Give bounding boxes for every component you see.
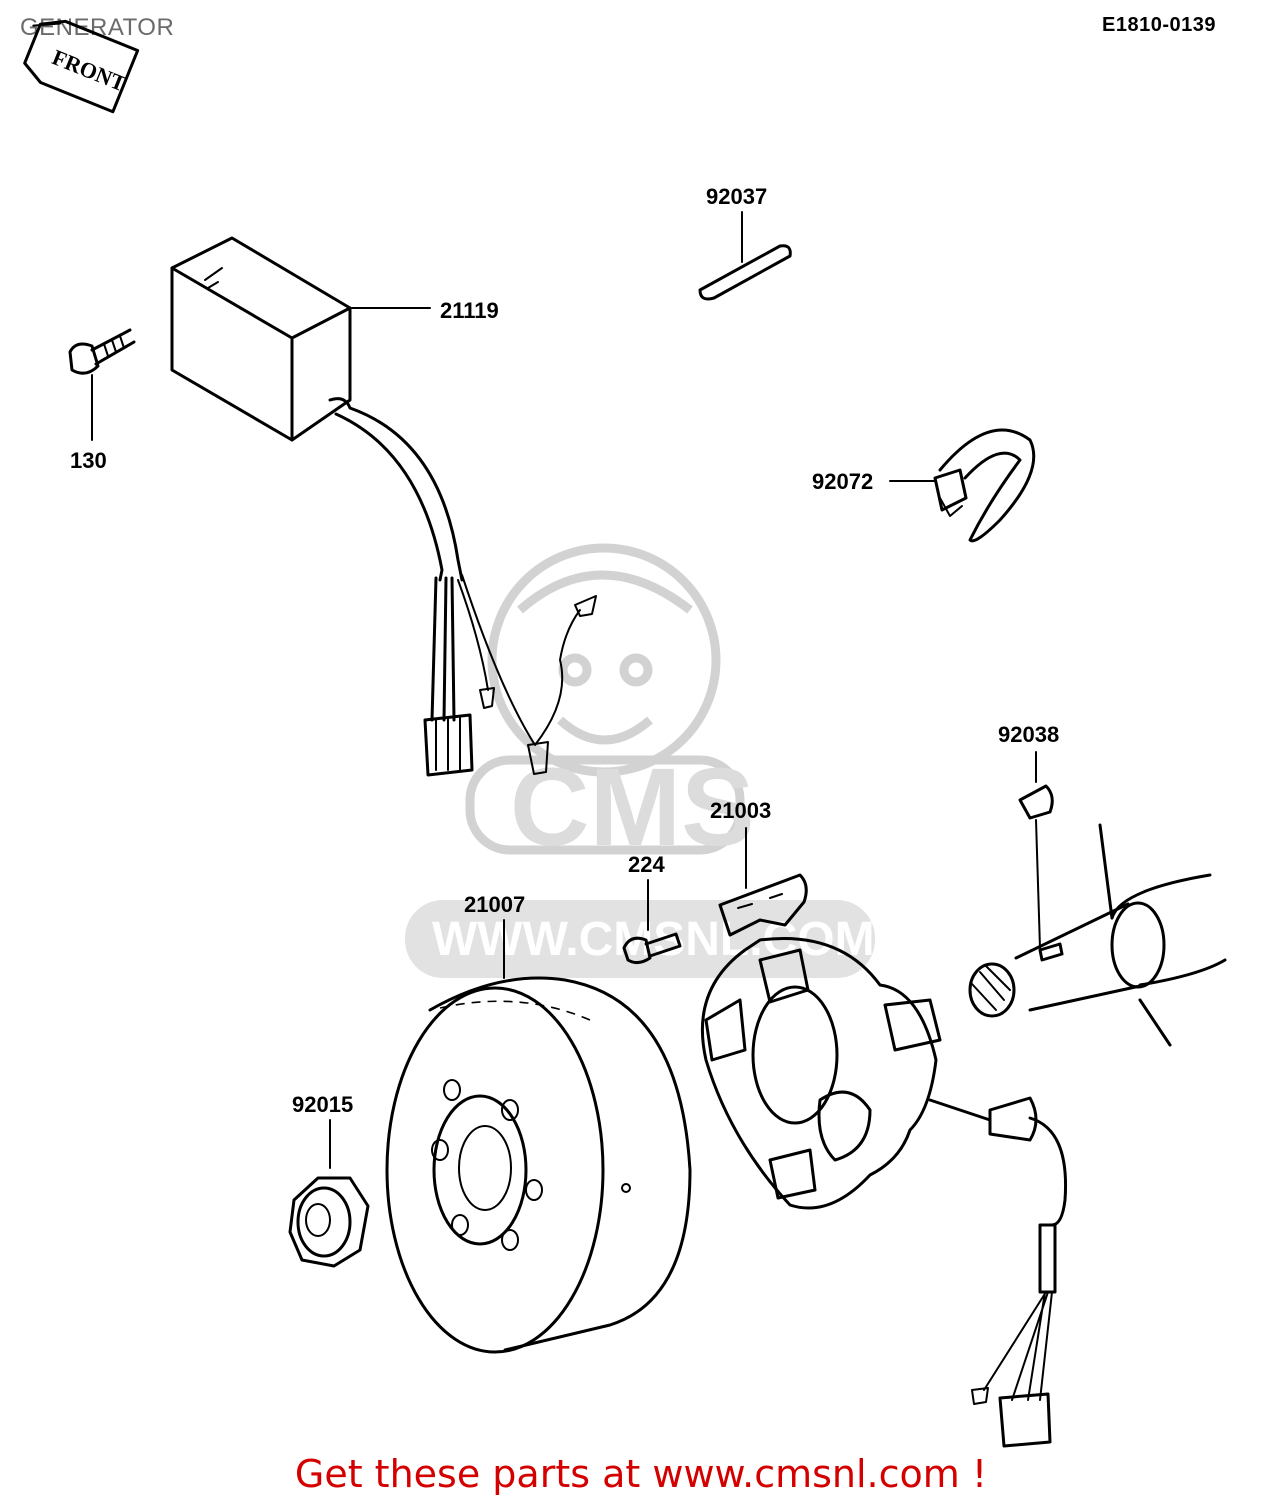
nut-92015: 92015 — [288, 1092, 370, 1268]
watermark-logo: CMS WWW.CMSNL.COM — [405, 543, 875, 978]
pin-92037: 92037 — [698, 184, 792, 301]
label-92038: 92038 — [998, 722, 1059, 747]
label-21003: 21003 — [710, 798, 771, 823]
stator-21003: 21003 — [700, 798, 1068, 1448]
diagram-code: E1810-0139 — [1102, 14, 1216, 36]
flywheel-21007: 21007 — [385, 892, 692, 1354]
get-parts-link[interactable]: Get these parts at www.cmsnl.com ! — [294, 1452, 988, 1496]
label-21119: 21119 — [440, 298, 499, 323]
front-direction-arrow: FRONT — [23, 19, 140, 114]
cdi-unit-21119: 21119 — [170, 236, 597, 777]
page-title: GENERATOR — [20, 14, 175, 41]
label-130: 130 — [70, 448, 107, 473]
watermark-logo-text: CMS — [510, 746, 754, 869]
bolt-130: 130 — [68, 328, 136, 473]
clamp-92072: 92072 — [812, 428, 1036, 543]
screw-224: 224 — [622, 852, 682, 965]
crankshaft — [968, 823, 1227, 1047]
label-21007: 21007 — [464, 892, 525, 917]
label-92037: 92037 — [706, 184, 767, 209]
label-224: 224 — [628, 852, 665, 877]
label-92072: 92072 — [812, 469, 873, 494]
front-arrow-label: FRONT — [49, 44, 130, 96]
key-92038: 92038 — [998, 722, 1059, 949]
label-92015: 92015 — [292, 1092, 353, 1117]
